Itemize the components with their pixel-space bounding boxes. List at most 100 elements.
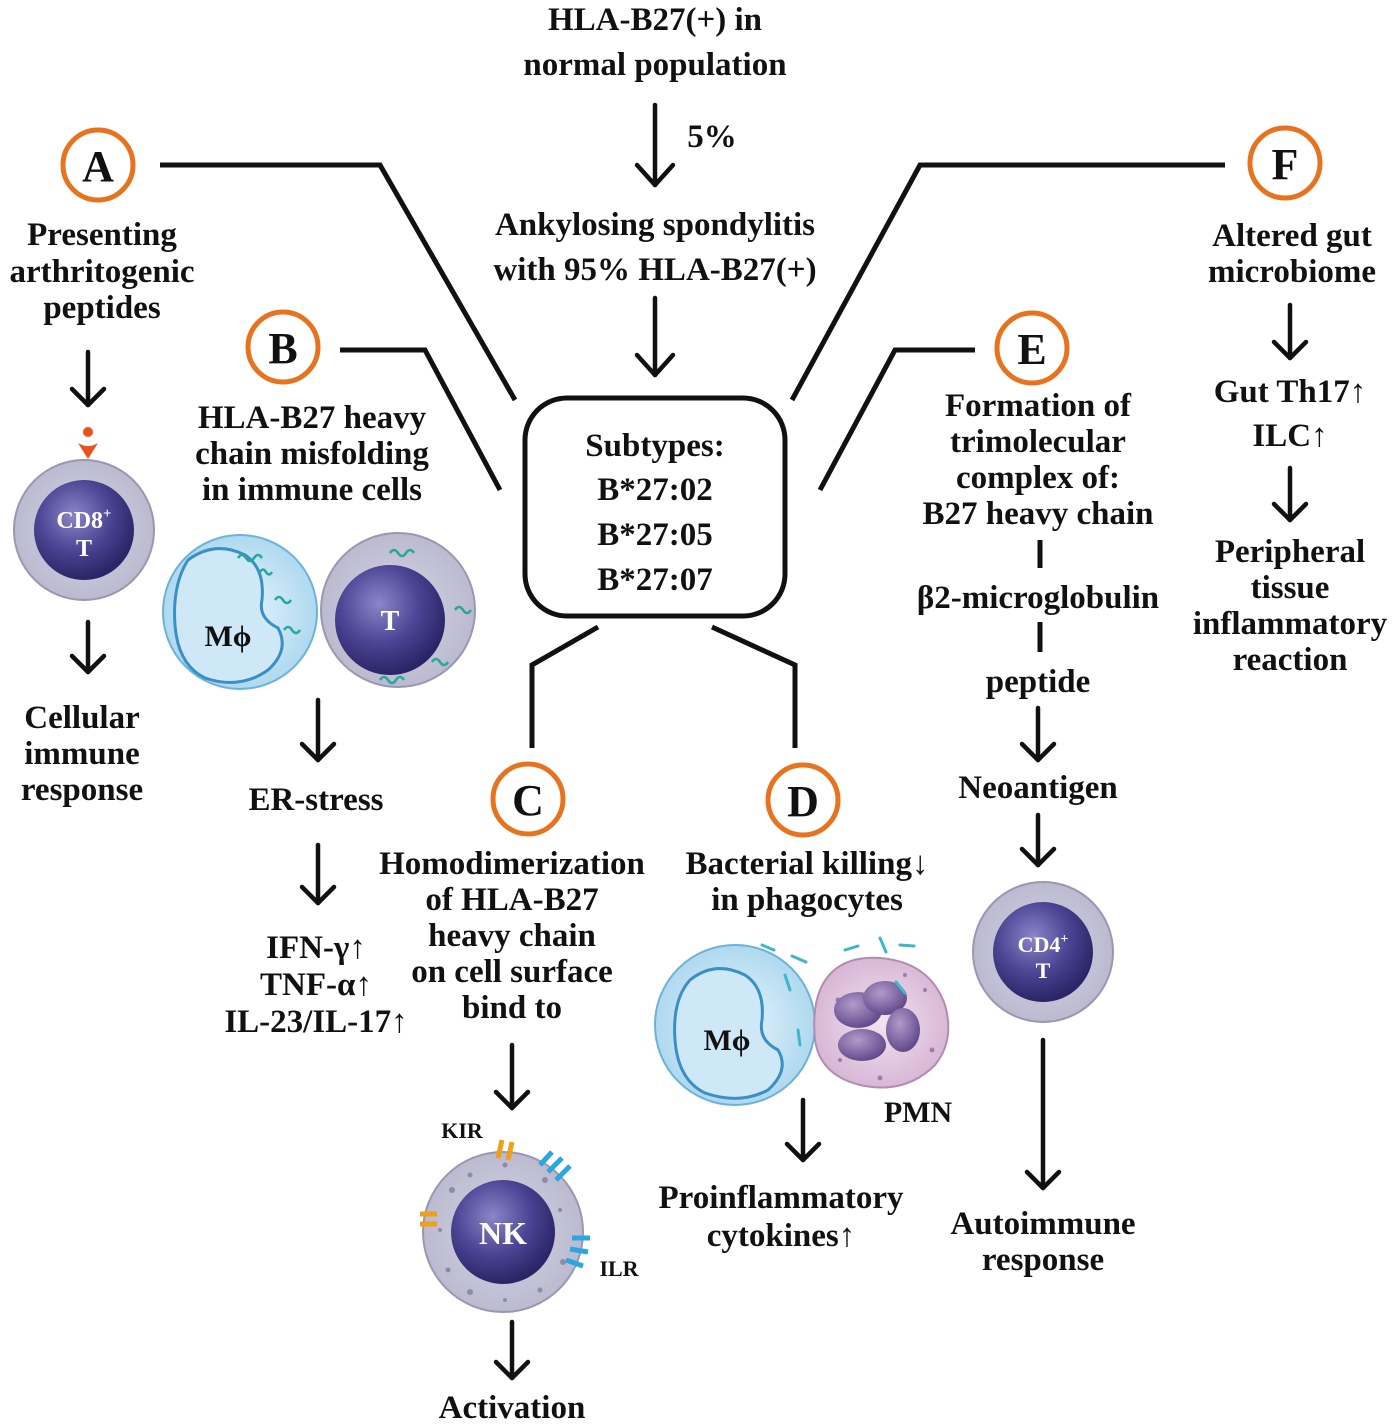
subtypes-title: Subtypes:: [585, 428, 724, 464]
badge-c-letter: C: [512, 776, 544, 825]
ilr-receptor-icon: [538, 1150, 590, 1269]
f-arrow-2: [1271, 465, 1309, 523]
f-arrow-1: [1271, 302, 1309, 361]
badge-d: D: [765, 762, 841, 838]
b-cytokine-3: IL-23/IL-17↑: [224, 1004, 407, 1040]
subtype-2: B*27:05: [597, 517, 713, 553]
badge-f: F: [1247, 125, 1323, 201]
badge-e-letter: E: [1017, 325, 1046, 374]
c-line-1: Homodimerization: [379, 846, 645, 882]
b-line-2: chain misfolding: [195, 436, 429, 472]
svg-text:CD8+: CD8+: [56, 506, 111, 534]
as-line-1: Ankylosing spondylitis: [495, 207, 815, 243]
f-result-3: inflammatory: [1193, 606, 1388, 642]
cd8-t-cell: CD8+ T: [13, 459, 155, 601]
nk-label: NK: [479, 1215, 527, 1251]
cd4-t-cell: CD4+ T: [972, 881, 1114, 1023]
a-result-3: response: [21, 772, 143, 808]
d-macrophage-cell: Mϕ: [654, 944, 816, 1106]
b-line-1: HLA-B27 heavy: [198, 400, 427, 436]
top-section: HLA-B27(+) in normal population 5% Ankyl…: [493, 2, 817, 378]
a-line-1: Presenting: [27, 217, 177, 253]
f-th17-1: Gut Th17↑: [1214, 374, 1367, 410]
d-result-1: Proinflammatory: [658, 1180, 904, 1216]
branch-e: E Formation of trimolecular complex of: …: [917, 310, 1159, 1278]
d-result-2: cytokines↑: [707, 1218, 856, 1254]
c-line-2: of HLA-B27: [425, 882, 598, 918]
nk-cell: NK: [420, 1139, 590, 1313]
c-arrow-1: [493, 1042, 531, 1111]
as-line-2: with 95% HLA-B27(+): [493, 252, 816, 288]
d-line-1: Bacterial killing↓: [686, 846, 929, 882]
f-th17-2: ILC↑: [1252, 418, 1327, 454]
b-line-3: in immune cells: [202, 472, 422, 508]
b-t-label: T: [381, 606, 400, 637]
badge-a-letter: A: [82, 142, 114, 191]
e-peptide: peptide: [986, 664, 1091, 700]
cd8-sup: +: [103, 506, 112, 522]
e-arrow-2: [1019, 812, 1057, 868]
top-arrow: [634, 102, 676, 188]
d-line-2: in phagocytes: [711, 882, 903, 918]
badge-e: E: [994, 310, 1070, 386]
b-cytokine-1: IFN-γ↑: [266, 930, 366, 966]
branch-c: C Homodimerization of HLA-B27 heavy chai…: [379, 761, 645, 1426]
a-line-2: arthritogenic: [9, 254, 194, 290]
ilr-label: ILR: [599, 1256, 639, 1281]
pmn-cell: [813, 956, 950, 1089]
f-line-2: microbiome: [1208, 254, 1376, 290]
c-result: Activation: [439, 1390, 586, 1426]
top-arrow-label: 5%: [687, 119, 737, 155]
badge-c: C: [490, 761, 566, 837]
e-arrow-3: [1024, 1037, 1062, 1191]
b-macrophage-label: Mϕ: [204, 620, 251, 653]
b-cytokine-2: TNF-α↑: [260, 967, 372, 1003]
bacteria-icon: [760, 936, 916, 1047]
as-arrow: [634, 295, 676, 378]
e-arrow-1: [1019, 705, 1057, 763]
f-result-2: tissue: [1251, 570, 1330, 606]
subtypes-box: Subtypes: B*27:02 B*27:05 B*27:07: [522, 395, 788, 619]
pmn-label: PMN: [884, 1096, 953, 1129]
e-line-2: trimolecular: [950, 424, 1126, 460]
c-arrow-2: [493, 1319, 531, 1381]
cd4-sup: +: [1060, 932, 1068, 947]
connectors: [160, 162, 1225, 748]
cd8-label: CD8: [56, 508, 103, 534]
f-line-1: Altered gut: [1212, 218, 1372, 254]
cd4-t-label: T: [1036, 958, 1051, 983]
top-line-2: normal population: [523, 47, 786, 83]
top-line-1: HLA-B27(+) in: [548, 2, 762, 38]
e-neoantigen: Neoantigen: [958, 770, 1118, 806]
c-line-3: heavy chain: [428, 918, 596, 954]
peptide-icon: [78, 427, 98, 459]
e-result-2: response: [982, 1242, 1104, 1278]
branch-f: F Altered gut microbiome Gut Th17↑ ILC↑ …: [1193, 125, 1388, 678]
a-result-1: Cellular: [24, 700, 139, 736]
e-b2m: β2-microglobulin: [917, 580, 1159, 616]
badge-b: B: [245, 309, 321, 385]
c-line-4: on cell surface: [411, 954, 613, 990]
a-arrow-1: [69, 349, 107, 408]
branch-d: D Bacterial killing↓ in phagocytes Mϕ: [654, 762, 953, 1254]
microbe-icon: [378, 548, 473, 685]
badge-a: A: [60, 127, 136, 203]
kir-label: KIR: [441, 1118, 484, 1143]
badge-f-letter: F: [1272, 140, 1299, 189]
subtype-1: B*27:02: [597, 472, 713, 508]
microbe-icon: [236, 553, 302, 635]
b-arrow-2: [299, 842, 337, 906]
d-macrophage-label: Mϕ: [703, 1024, 750, 1057]
f-result-4: reaction: [1233, 642, 1348, 678]
b-stress: ER-stress: [248, 782, 383, 818]
badge-d-letter: D: [787, 777, 819, 826]
cd4-label: CD4: [1018, 932, 1061, 957]
e-line-3: complex of:: [956, 460, 1120, 496]
branch-a: A Presenting arthritogenic peptides CD8+…: [9, 127, 195, 808]
a-arrow-2: [69, 619, 107, 675]
badge-b-letter: B: [268, 324, 297, 373]
cd8-t-label: T: [76, 536, 92, 562]
e-result-1: Autoimmune: [950, 1206, 1135, 1242]
b-arrow-1: [299, 697, 337, 763]
